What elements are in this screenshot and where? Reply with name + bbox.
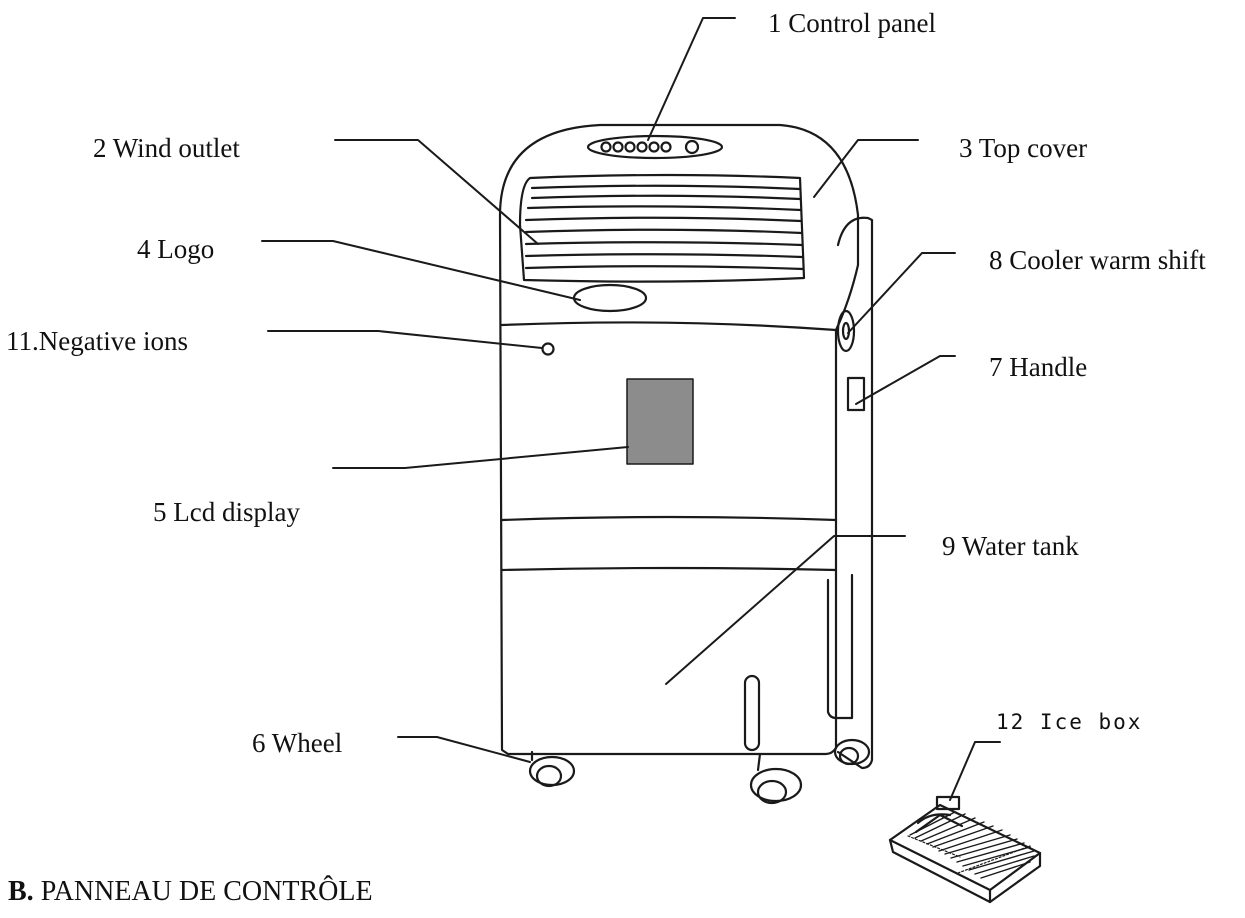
section-heading-text: PANNEAU DE CONTRÔLE (40, 876, 373, 907)
control-button-2 (612, 141, 624, 153)
control-panel-oval (586, 134, 724, 160)
handle-recess (846, 376, 866, 412)
leader-negative-ions (267, 330, 543, 349)
leader-lines (261, 17, 1001, 801)
label-lcd-display: 5 Lcd display (153, 497, 300, 527)
label-handle: 7 Handle (989, 352, 1088, 382)
middle-seam (500, 515, 838, 522)
negative-ions-indicator (541, 342, 555, 356)
ice-box-drawing (888, 795, 1042, 904)
lcd-display-panel (626, 378, 694, 465)
wheel-front-left (528, 750, 576, 788)
control-button-4 (636, 141, 648, 153)
wheel-rear-right (833, 738, 871, 766)
leader-top-cover (813, 139, 919, 198)
label-logo: 4 Logo (137, 234, 215, 264)
leader-wind-outlet (334, 139, 539, 245)
leader-wheel (397, 736, 531, 763)
control-button-3 (624, 141, 636, 153)
leader-control-panel (647, 17, 736, 141)
leader-ice-box (949, 741, 1001, 801)
label-control-panel: 1 Control panel (768, 8, 936, 38)
leader-shift (847, 252, 956, 334)
logo-oval (572, 283, 648, 313)
side-panel-outline (836, 216, 874, 770)
label-cooler-warm-shift: 8 Cooler warm shift (989, 245, 1206, 275)
label-negative-ions: 11.Negative ions (6, 326, 188, 356)
side-panel-groove (826, 573, 854, 720)
lower-seam (500, 566, 838, 572)
label-wind-outlet: 2 Wind outlet (93, 133, 240, 163)
label-water-tank: 9 Water tank (942, 531, 1079, 561)
control-button-1 (600, 141, 612, 153)
shift-knob-center (841, 321, 851, 341)
water-level-window (743, 674, 761, 752)
grille-louvers (524, 184, 805, 271)
label-top-cover: 3 Top cover (959, 133, 1088, 163)
section-heading: B. PANNEAU DE CONTRÔLE (8, 878, 373, 906)
leader-logo (261, 240, 581, 301)
control-button-5 (648, 141, 660, 153)
label-wheel: 6 Wheel (252, 728, 343, 758)
leader-water-tank (665, 535, 906, 685)
shift-knob (836, 309, 856, 353)
upper-seam (500, 321, 838, 332)
grille-frame (518, 173, 806, 283)
leader-handle (855, 355, 956, 405)
section-heading-prefix: B. (8, 876, 34, 907)
wheel-front-right (749, 752, 803, 805)
leader-lcd-display (332, 446, 629, 469)
control-button-6 (660, 141, 672, 153)
label-ice-box: 12 Ice box (996, 710, 1143, 734)
control-knob (684, 139, 700, 155)
